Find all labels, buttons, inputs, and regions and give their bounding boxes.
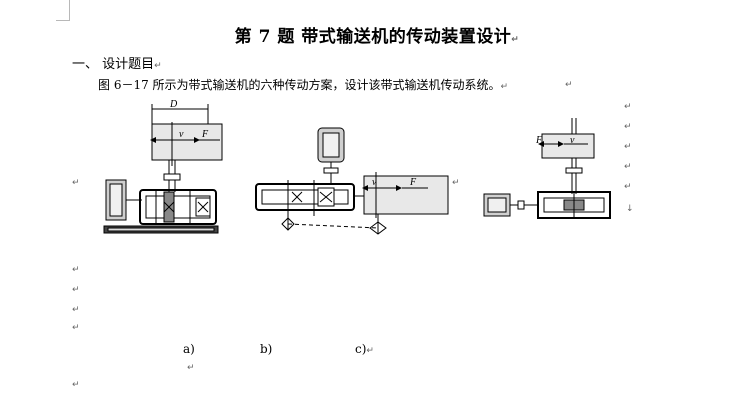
- figure-a-diagram: D v F: [103, 99, 223, 234]
- body-paragraph: 图 6－17 所示为带式输送机的六种传动方案，设计该带式输送机传动系统。↵: [98, 78, 509, 92]
- paragraph-mark: ↵: [624, 102, 632, 112]
- page-corner-mark-vertical: [69, 0, 70, 20]
- velocity-symbol: v: [570, 135, 575, 146]
- paragraph-mark: ↵: [72, 305, 80, 315]
- paragraph-mark: ↵: [72, 380, 80, 390]
- paragraph-mark: ↵: [452, 178, 460, 188]
- paragraph-mark: ↵: [565, 80, 573, 90]
- paragraph-mark: ↵: [72, 265, 80, 275]
- velocity-symbol: v: [179, 129, 184, 140]
- page-corner-mark-horizontal: [56, 20, 70, 21]
- figure-label-c: c)↵: [355, 342, 374, 356]
- paragraph-mark: ↵: [72, 178, 80, 188]
- paragraph-mark: ↵: [624, 162, 632, 172]
- paragraph-mark: ↵: [72, 323, 80, 333]
- paragraph-mark: ↵: [72, 285, 80, 295]
- section-heading: 一、 设计题目↵: [72, 57, 162, 72]
- diameter-symbol: D: [169, 99, 178, 110]
- figure-b-diagram: v F: [255, 127, 449, 235]
- force-symbol: F: [409, 177, 417, 188]
- force-symbol: F: [535, 135, 543, 146]
- page-title: 第 7 题 带式输送机的传动装置设计↵: [234, 27, 520, 47]
- down-arrow-mark: ↓: [626, 204, 634, 214]
- force-symbol: F: [201, 129, 209, 140]
- paragraph-mark: ↵: [187, 363, 195, 373]
- paragraph-mark: ↵: [624, 182, 632, 192]
- paragraph-mark: ↵: [511, 35, 520, 45]
- velocity-symbol: v: [372, 177, 377, 188]
- figure-c-diagram: F v: [483, 118, 611, 219]
- paragraph-mark: ↵: [624, 142, 632, 152]
- figure-label-a: a): [183, 342, 195, 356]
- paragraph-mark: ↵: [624, 122, 632, 132]
- figure-label-b: b): [260, 342, 273, 356]
